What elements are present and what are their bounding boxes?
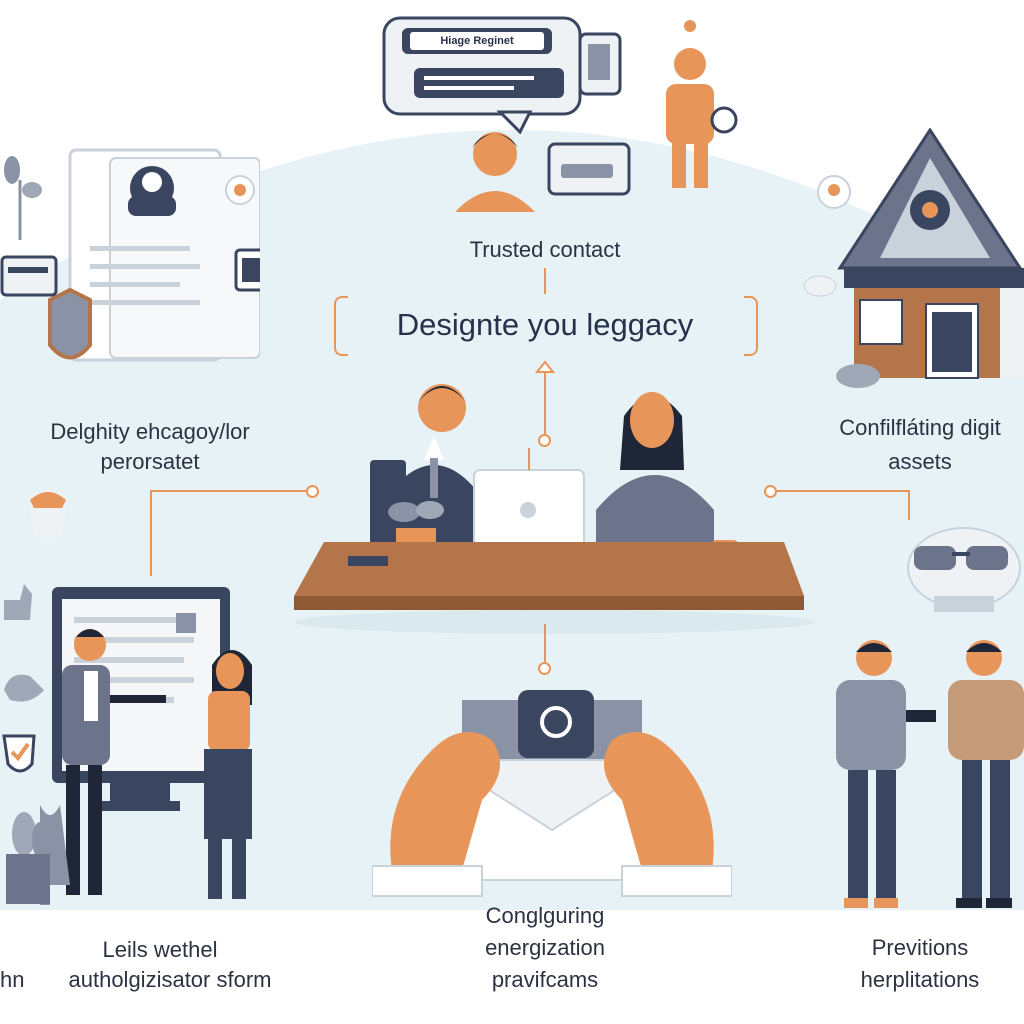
shield-icon xyxy=(2,734,36,773)
cloud-icon xyxy=(803,275,837,297)
arrow-up-icon xyxy=(535,360,555,373)
document-profile-illustration xyxy=(48,148,260,362)
title-bracket-right xyxy=(744,296,758,356)
plant-icon xyxy=(4,156,42,240)
connector-left-v xyxy=(150,490,152,576)
bottom-right-label-1: Previtions xyxy=(871,935,969,960)
trusted-contact-avatar xyxy=(455,132,535,212)
connector-right-h xyxy=(770,490,910,492)
top-left-label-2: perorsatet xyxy=(100,449,200,474)
envelope-hands-illustration xyxy=(372,690,732,897)
connector-dot-right xyxy=(764,485,777,498)
bottom-right-label-2: herplitations xyxy=(860,967,980,992)
top-left-label-1: Delghity ehcagoy/lor xyxy=(50,419,250,444)
bottom-center-label-3: pravifcams xyxy=(491,967,599,992)
speech-bubble-label: Hiage Reginet xyxy=(440,35,514,47)
top-right-label-1: Confilfláting digit xyxy=(839,415,1001,440)
bottom-left-prefix: hn xyxy=(0,967,25,992)
orange-person-illustration xyxy=(666,20,738,188)
thumb-icon xyxy=(4,584,32,620)
page-title: Designte you leggacy xyxy=(396,307,694,342)
connector-right-v xyxy=(908,490,910,520)
connector-trusted xyxy=(544,268,546,294)
chat-card-icon xyxy=(547,142,631,196)
lightbulb-icon xyxy=(817,175,851,209)
title-bracket-left xyxy=(334,296,348,356)
bottom-left-label-1: Leils wethel xyxy=(102,937,218,962)
connector-dot xyxy=(538,434,551,447)
top-right-label-2: assets xyxy=(888,449,952,474)
two-men-illustration xyxy=(836,640,1024,908)
potted-plant-icon xyxy=(6,812,50,904)
orange-badge-icon xyxy=(28,489,68,539)
connector-title-down xyxy=(544,370,546,436)
sidebar-card-icon xyxy=(0,255,58,297)
bottom-center-label-2: energization xyxy=(485,935,605,960)
monitor-people-illustration xyxy=(40,587,252,905)
bottom-left-label-2: autholgizisator sform xyxy=(68,967,272,992)
desk-scene-illustration xyxy=(294,384,814,634)
speech-bubble: Hiage Reginet xyxy=(380,14,630,134)
house-illustration xyxy=(836,128,1024,388)
cloud-sunglasses-icon xyxy=(907,527,1021,612)
connector-dot-left xyxy=(306,485,319,498)
bottom-center-label-1: Conglguring xyxy=(485,903,605,928)
hand-icon xyxy=(4,674,44,702)
trusted-contact-label: Trusted contact xyxy=(469,237,621,262)
connector-left-h xyxy=(150,490,310,492)
connector-bottom xyxy=(544,624,546,664)
connector-dot-bottom xyxy=(538,662,551,675)
